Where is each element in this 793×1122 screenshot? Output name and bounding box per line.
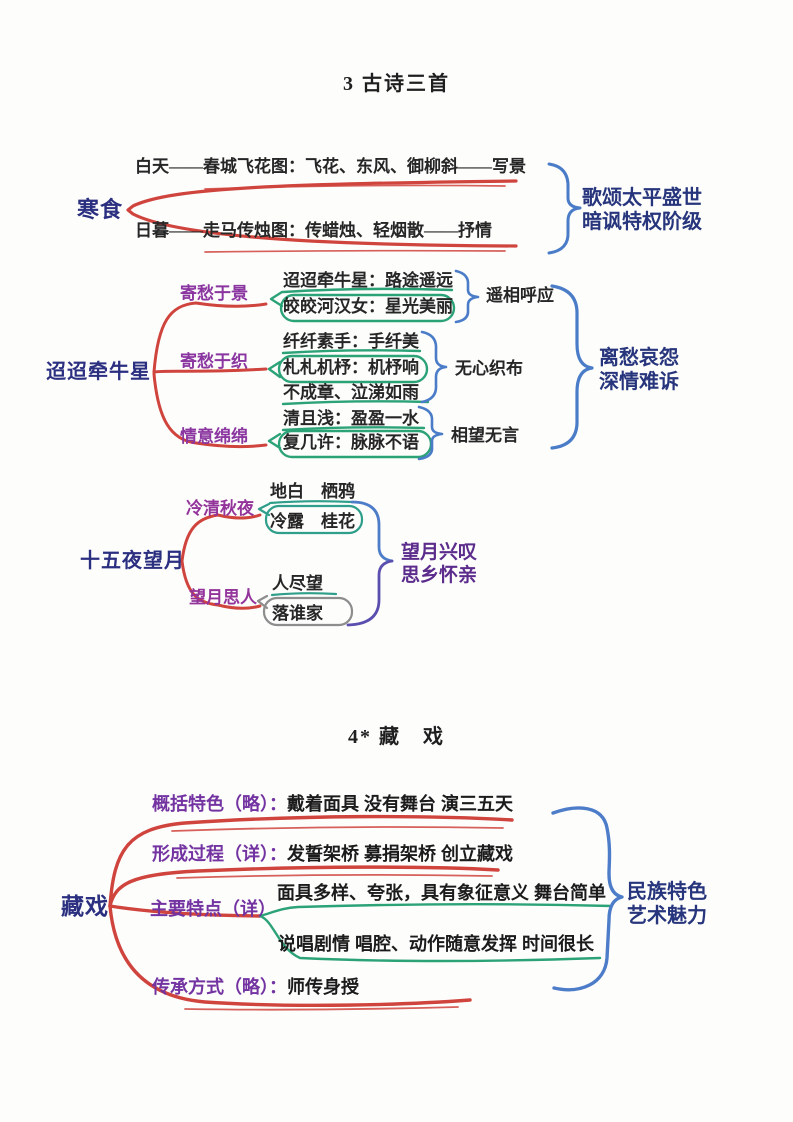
tiaotiao-branch1-item1: 迢迢牵牛星：路途遥远 — [283, 271, 453, 290]
hanshi-summary-line-1: 歌颂太平盛世 — [582, 187, 702, 209]
hanshi-blue-brace — [547, 162, 582, 255]
zangxi-item2-text: 发誓架桥 募捐架桥 创立藏戏 — [287, 844, 514, 864]
lesson4-title: 4* 藏 戏 — [348, 726, 445, 748]
shiwuye-bracket-top — [350, 500, 394, 563]
bubble-c-underline — [281, 426, 426, 432]
shiwuye-summary-line-2: 思乡怀亲 — [401, 565, 478, 586]
tiaotiao-red-branch-2 — [152, 367, 268, 374]
tiaotiao-branch2-label: 寄愁于织 — [180, 352, 248, 371]
lesson3-title: 3 古诗三首 — [343, 73, 450, 95]
bubble-a-underline — [281, 287, 454, 294]
zangxi-item2: 形成过程（详）：发誓架桥 募捐架桥 创立藏戏 — [152, 844, 513, 865]
tiaotiao-branch3-item1: 清且浅：盈盈一水 — [283, 409, 419, 428]
tiaotiao-branch3-item2: 复几许：脉脉不语 — [283, 433, 419, 452]
bubble-e-underline — [270, 592, 338, 597]
bubble-a-tip — [269, 290, 284, 308]
zangxi-item3-sub1: 面具多样、夸张，具有象征意义 舞台简单 — [277, 883, 606, 903]
zangxi-item3-label: 主要特点（详） — [150, 899, 276, 919]
zangxi-red-branch-4 — [108, 904, 472, 1008]
zangxi-item4-label: 传承方式（略）： — [152, 977, 287, 997]
tiaotiao-branches — [152, 269, 594, 461]
shiwuye-branch2-label: 望月思人 — [189, 588, 257, 607]
shiwuye-bracket-bottom — [346, 559, 394, 627]
tiaotiao-branch2-item3: 不成章、泣涕如雨 — [283, 383, 419, 402]
zangxi-red-branch-4b — [184, 1006, 459, 1011]
zangxi-red-branch-2 — [108, 865, 500, 908]
bubble-d-underline — [268, 500, 354, 505]
zangxi-summary: 民族特色 艺术魅力 — [627, 880, 707, 928]
brace-c — [417, 405, 444, 461]
tiaotiao-branch1-result: 遥相呼应 — [486, 286, 554, 305]
tiaotiao-summary-line-2: 深情难诉 — [599, 371, 679, 393]
shiwuye-branch1-label: 冷清秋夜 — [186, 499, 254, 518]
zangxi-green-fork-up — [258, 903, 614, 918]
shiwuye-summary: 望月兴叹 思乡怀亲 — [401, 541, 477, 587]
tiaotiao-summary-line-1: 离愁哀怨 — [599, 347, 679, 369]
hanshi-red-underline-bottom-2 — [204, 249, 506, 253]
shiwuye-branch2-item1: 人尽望 — [272, 574, 323, 593]
shiwuye-red-branch-2 — [180, 559, 262, 610]
bubble-d-oval — [264, 504, 364, 535]
bubble-b-oval — [277, 354, 429, 384]
shiwuye-red-branch-1 — [180, 513, 262, 563]
tiaotiao-red-branch-1 — [152, 301, 268, 374]
bubble-b-underline-3 — [281, 400, 430, 406]
zangxi-red-branch-3 — [108, 904, 262, 918]
tiaotiao-red-branch-3 — [152, 372, 268, 449]
bubble-b-underline-1 — [281, 349, 422, 355]
zangxi-green-fork-down — [258, 914, 602, 963]
zangxi-root: 藏戏 — [61, 893, 109, 919]
hanshi-red-underline-top-2 — [204, 184, 506, 190]
zangxi-summary-line-2: 艺术魅力 — [627, 905, 707, 927]
zangxi-red-branch-1 — [108, 814, 514, 908]
shiwuye-branch1-item2: 冷露 桂花 — [270, 512, 355, 531]
bubble-e-oval — [262, 596, 354, 627]
tiaotiao-branch2-item1: 纤纤素手：手纤美 — [283, 332, 419, 351]
zangxi-branches — [108, 806, 624, 1011]
zangxi-item1-text: 戴着面具 没有舞台 演三五天 — [287, 794, 514, 814]
hanshi-summary-line-2: 暗讽特权阶级 — [582, 211, 702, 233]
tiaotiao-summary: 离愁哀怨 深情难诉 — [599, 346, 679, 394]
zangxi-item1: 概括特色（略）：戴着面具 没有舞台 演三五天 — [152, 794, 513, 815]
shiwuye-branch2-item2: 落谁家 — [272, 604, 323, 623]
brace-a — [454, 269, 480, 324]
bubble-b-tip — [267, 360, 282, 379]
hanshi-summary: 歌颂太平盛世 暗讽特权阶级 — [582, 186, 702, 234]
tiaotiao-branch2-result: 无心织布 — [455, 359, 523, 378]
hanshi-day-line: 白天——春城飞花图：飞花、东风、御柳斜——写景 — [135, 157, 526, 176]
hanshi-branches — [126, 162, 582, 255]
tiaotiao-branch3-label: 情意绵绵 — [180, 427, 248, 446]
zangxi-item4-text: 师传身授 — [287, 977, 359, 997]
zangxi-summary-line-1: 民族特色 — [627, 881, 707, 903]
hanshi-red-brace — [126, 179, 518, 248]
shiwuye-branch1-item1: 地白 栖鸦 — [270, 482, 355, 501]
tiaotiao-big-brace — [550, 284, 594, 450]
tiaotiao-root: 迢迢牵牛星 — [46, 361, 151, 383]
shiwuye-root: 十五夜望月 — [80, 550, 185, 572]
hanshi-dusk-line: 日暮——走马传烛图：传蜡烛、轻烟散——抒情 — [135, 221, 492, 240]
tiaotiao-branch3-result: 相望无言 — [451, 426, 519, 445]
zangxi-blue-brace — [551, 806, 624, 992]
bubble-a-oval — [279, 293, 456, 323]
hanshi-root: 寒食 — [77, 197, 124, 222]
zangxi-red-branch-1b — [171, 826, 504, 832]
shiwuye-branches — [180, 500, 394, 627]
zangxi-item4: 传承方式（略）：师传身授 — [152, 977, 359, 998]
zangxi-item2-label: 形成过程（详）： — [152, 844, 287, 864]
zangxi-item3-sub2: 说唱剧情 唱腔、动作随意发挥 时间很长 — [278, 934, 595, 954]
tiaotiao-branch2-item2: 札札机杼：机杼响 — [283, 358, 419, 377]
tiaotiao-branch1-item2: 皎皎河汉女：星光美丽 — [283, 297, 453, 316]
shiwuye-summary-line-1: 望月兴叹 — [401, 542, 478, 563]
tiaotiao-branch1-label: 寄愁于景 — [180, 284, 248, 303]
zangxi-red-branch-2b — [176, 873, 493, 879]
brace-b — [420, 330, 448, 404]
zangxi-item1-label: 概括特色（略）： — [152, 794, 287, 814]
